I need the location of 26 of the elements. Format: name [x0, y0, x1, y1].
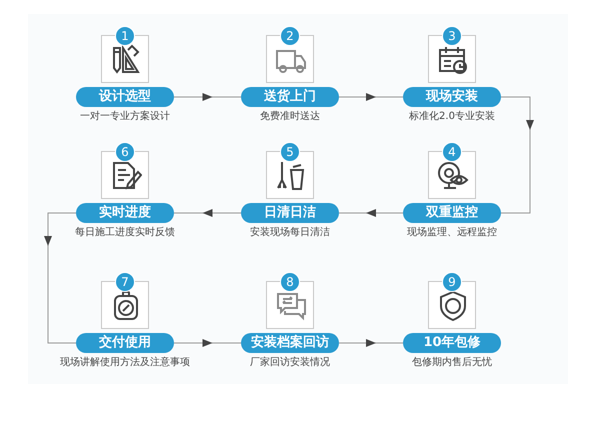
arrow	[338, 339, 404, 347]
arrow	[338, 209, 404, 217]
arrow	[174, 93, 242, 101]
step-title-pill: 实时进度	[76, 203, 174, 223]
arrow	[338, 93, 404, 101]
step-title-pill: 设计选型	[76, 87, 174, 107]
step-title-pill: 安装档案回访	[241, 333, 339, 353]
arrow	[500, 96, 534, 214]
step-title-pill: 现场安装	[403, 87, 501, 107]
step-title-pill: 送货上门	[241, 87, 339, 107]
step-description: 标准化2.0专业安装	[408, 110, 496, 123]
arrow	[44, 212, 76, 344]
step-description: 现场监理、远程监控	[406, 226, 498, 239]
step-title-pill: 双重监控	[403, 203, 501, 223]
step-description: 安装现场每日清洁	[249, 226, 331, 239]
step-title-pill: 日清日洁	[241, 203, 339, 223]
arrow	[174, 339, 242, 347]
arrow	[174, 209, 242, 217]
step-description: 现场讲解使用方法及注意事项	[60, 356, 190, 369]
step-title-pill: 交付使用	[76, 333, 174, 353]
step-description: 每日施工进度实时反馈	[74, 226, 176, 239]
step-description: 免费准时送达	[259, 110, 321, 123]
step-title-pill: 10年包修	[403, 333, 501, 353]
step-description: 厂家回访安装情况	[249, 356, 331, 369]
step-description: 一对一专业方案设计	[79, 110, 171, 123]
step-description: 包修期内售后无忧	[411, 356, 493, 369]
